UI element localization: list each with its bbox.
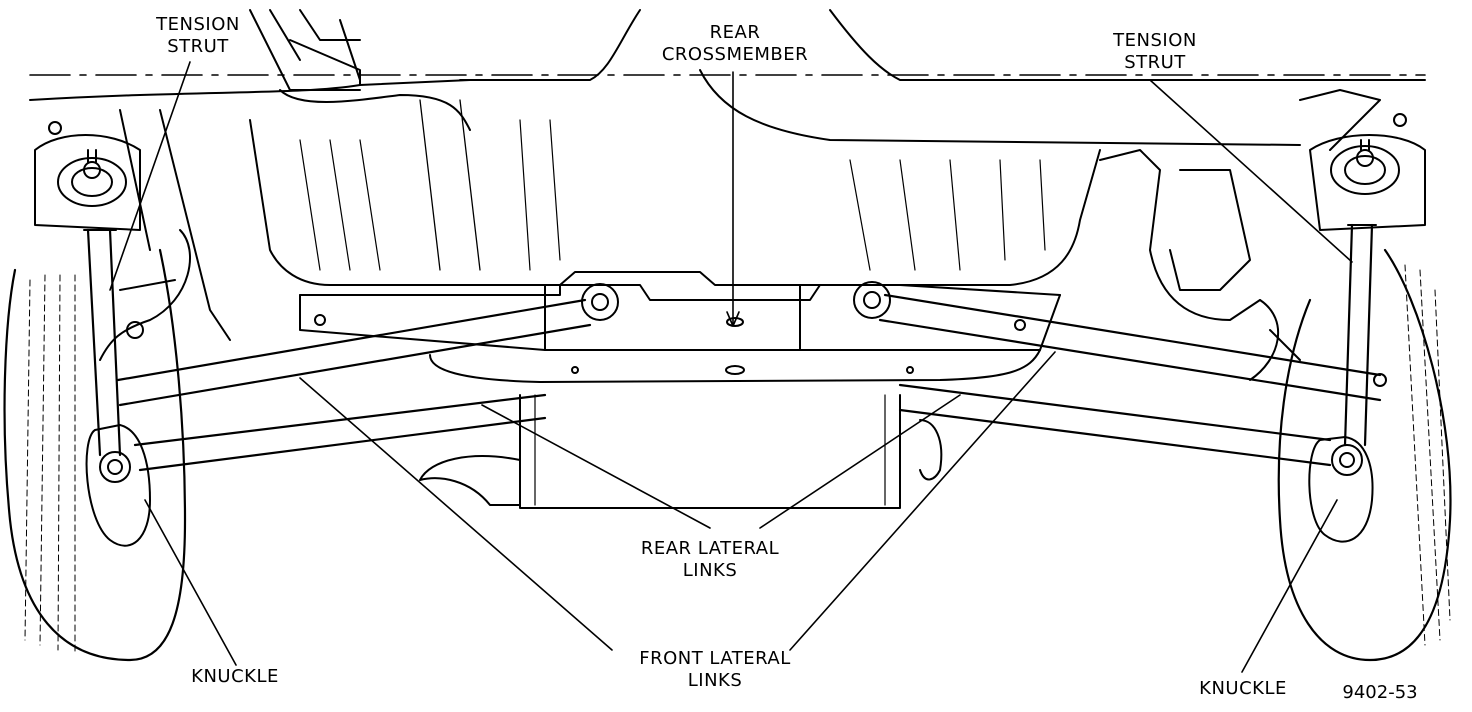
figure-code: 9402-53: [1325, 682, 1435, 704]
vehicle-underbody: [29, 9, 1426, 146]
rear-crossmember: [299, 284, 1061, 383]
tension-strut-left: [83, 228, 122, 457]
leader-tension-strut-left: [109, 61, 191, 291]
label-rear-lateral-links: REAR LATERAL LINKS: [625, 538, 795, 582]
leader-knuckle-left: [144, 499, 237, 666]
rear-lateral-link-left: [133, 393, 547, 472]
leader-rear-lateral-left: [481, 404, 711, 529]
label-line: TENSION: [1113, 30, 1197, 51]
label-line: FRONT LATERAL: [639, 648, 791, 669]
fuel-tank: [249, 99, 1101, 286]
front-lateral-link-right: [853, 281, 1382, 402]
leader-tension-strut-right: [1149, 79, 1353, 263]
left-wheel-assembly: [3, 109, 231, 662]
label-knuckle-left: KNUCKLE: [175, 666, 295, 688]
label-rear-crossmember: REAR CROSSMEMBER: [650, 22, 820, 66]
label-line: REAR LATERAL: [640, 538, 780, 559]
leader-front-lateral-left: [299, 377, 613, 651]
label-front-lateral-links: FRONT LATERAL LINKS: [620, 648, 810, 692]
leader-rear-lateral-right: [759, 394, 961, 529]
label-line: STRUT: [1124, 52, 1186, 73]
label-line: CROSSMEMBER: [661, 44, 809, 65]
label-line: KNUCKLE: [1199, 678, 1287, 699]
label-knuckle-right: KNUCKLE: [1183, 678, 1303, 700]
leader-knuckle-right: [1241, 499, 1338, 673]
label-line: TENSION: [156, 14, 240, 35]
right-wheel-assembly: [1249, 89, 1452, 662]
knuckle-left-part: [85, 424, 151, 547]
label-tension-strut-right: TENSION STRUT: [1095, 30, 1215, 74]
front-lateral-link-left: [116, 283, 619, 407]
figure-code-text: 9402-53: [1342, 682, 1418, 703]
tension-strut-right: [1343, 223, 1377, 447]
label-line: KNUCKLE: [191, 666, 279, 687]
muffler: [419, 149, 1261, 509]
knuckle-right-part: [1308, 436, 1374, 543]
label-line: REAR: [709, 22, 761, 43]
label-line: LINKS: [682, 560, 738, 581]
leader-front-lateral-right: [789, 351, 1056, 651]
label-tension-strut-left: TENSION STRUT: [138, 14, 258, 58]
label-line: STRUT: [167, 36, 229, 57]
leader-lines: [109, 61, 1353, 673]
label-line: LINKS: [687, 670, 743, 691]
rear-lateral-link-right: [898, 383, 1332, 467]
